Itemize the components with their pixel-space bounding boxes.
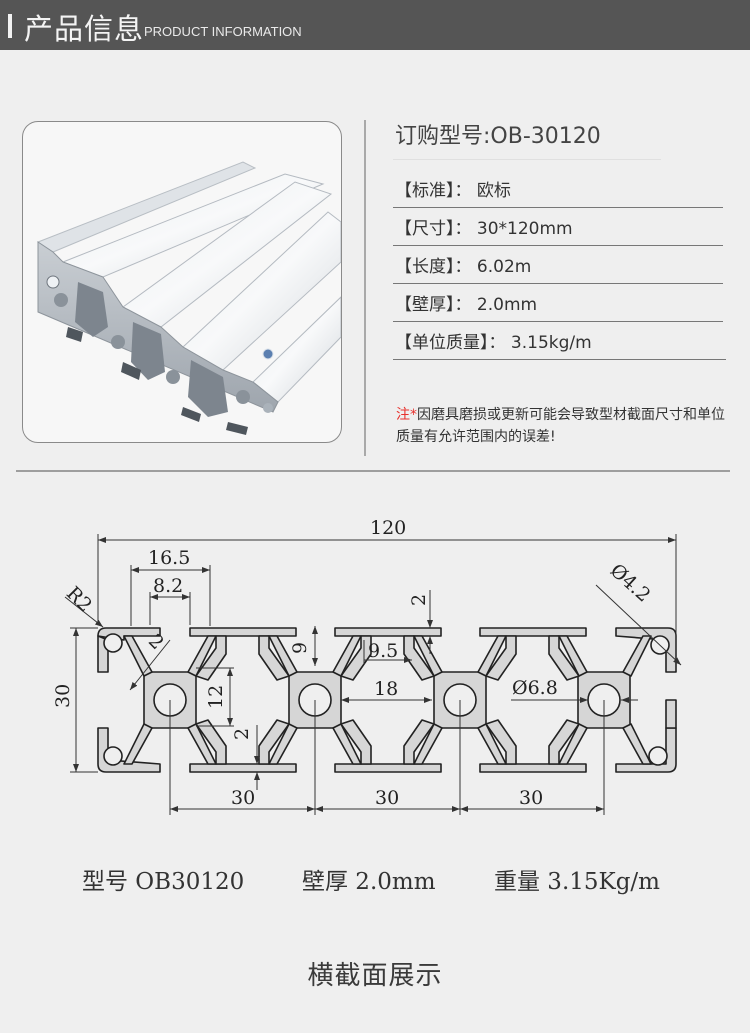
spec-row-wall-thickness: 【壁厚】： 2.0mm <box>393 284 723 322</box>
cross-section-drawing: 120 16.5 8.2 R2 2 30 12 2 9 9.5 18 2 Ø6.… <box>0 500 750 830</box>
note-text: 因磨具磨损或更新可能会导致型材截面尺寸和单位质量有允许范围内的误差! <box>396 407 725 445</box>
tolerance-note: 注*因磨具磨损或更新可能会导致型材截面尺寸和单位质量有允许范围内的误差! <box>396 404 736 448</box>
vertical-divider <box>364 120 366 456</box>
dim-r2: R2 <box>62 582 96 616</box>
spec-text: 【标准】： 欧标 <box>395 181 511 201</box>
dim-16-5: 16.5 <box>148 547 190 569</box>
summary-model: 型号 OB30120 <box>82 869 245 895</box>
spec-text: 【长度】： 6.02m <box>395 257 532 277</box>
dim-120: 120 <box>370 517 406 539</box>
header-subtitle: PRODUCT INFORMATION <box>144 24 302 39</box>
spec-row-length: 【长度】： 6.02m <box>393 246 723 284</box>
dim-pitch-1: 30 <box>231 787 255 809</box>
dim-9-5: 9.5 <box>368 640 398 662</box>
dim-9: 9 <box>289 642 311 654</box>
dim-hole-4-2: Ø4.2 <box>606 560 655 607</box>
divider <box>393 159 661 160</box>
dim-top-wall: 2 <box>408 594 430 606</box>
section-caption: 横截面展示 <box>307 961 443 991</box>
dim-8-2: 8.2 <box>153 575 183 597</box>
header-accent-bar <box>8 14 12 38</box>
dim-pitch-3: 30 <box>519 787 543 809</box>
header-title: 产品信息 <box>24 12 145 46</box>
product-photo <box>22 121 342 443</box>
spec-text: 【单位质量】： 3.15kg/m <box>395 333 592 353</box>
spec-row-size: 【尺寸】： 30*120mm <box>393 208 723 246</box>
section-header: 产品信息 PRODUCT INFORMATION <box>0 0 750 50</box>
order-model: 订购型号:OB-30120 <box>395 124 601 149</box>
dim-pitch-2: 30 <box>375 787 399 809</box>
spec-text: 【壁厚】： 2.0mm <box>395 295 538 315</box>
spec-row-standard: 【标准】： 欧标 <box>393 170 723 208</box>
dim-12: 12 <box>205 685 227 709</box>
note-prefix: 注* <box>396 407 417 423</box>
dim-30-height: 30 <box>52 684 74 708</box>
spec-text: 【尺寸】： 30*120mm <box>395 219 573 239</box>
section-divider <box>16 470 730 472</box>
dim-hole-6-8: Ø6.8 <box>512 677 558 699</box>
dim-18: 18 <box>374 678 398 700</box>
summary-wall: 壁厚 2.0mm <box>302 869 436 895</box>
spec-row-unit-mass: 【单位质量】： 3.15kg/m <box>393 322 726 360</box>
dim-bottom-wall: 2 <box>231 728 253 740</box>
hole-group <box>103 633 670 766</box>
summary-weight: 重量 3.15Kg/m <box>494 869 660 895</box>
